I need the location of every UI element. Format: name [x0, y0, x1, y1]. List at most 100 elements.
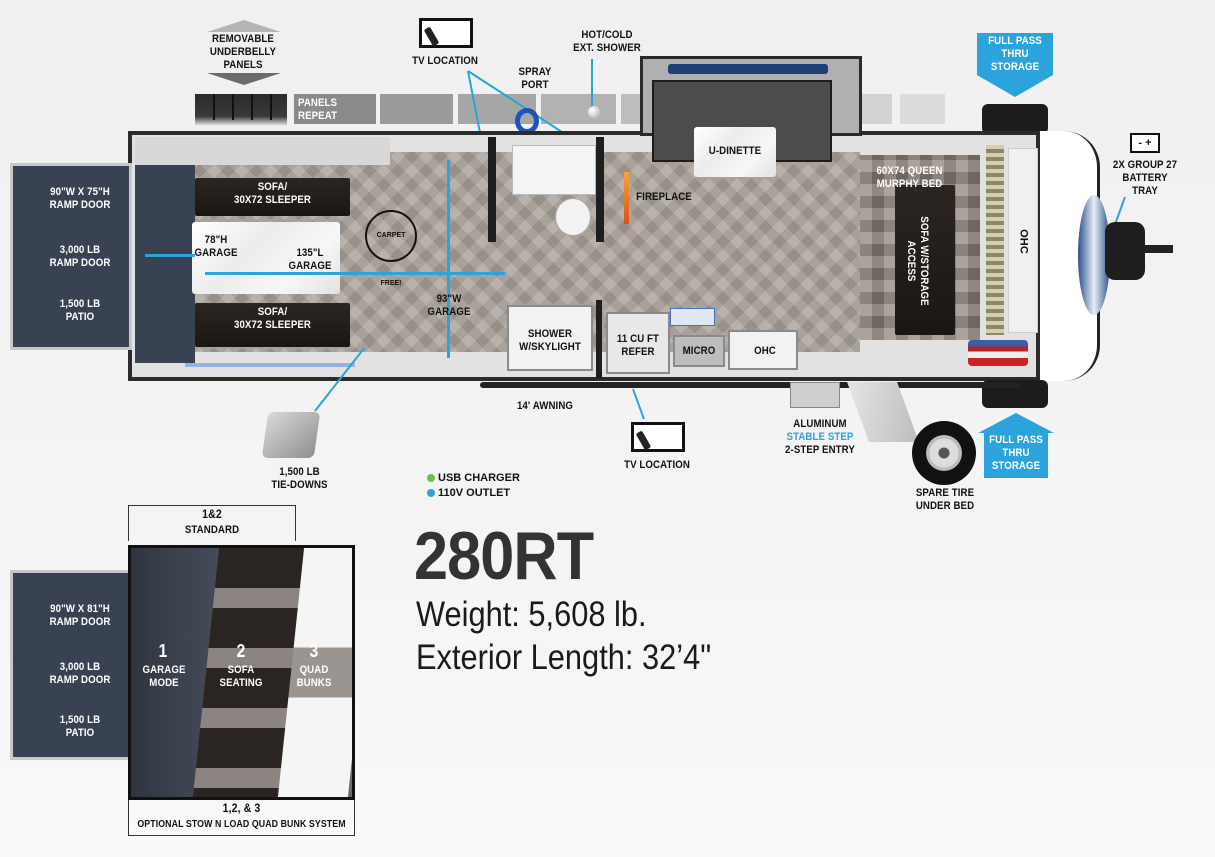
bunk-ramp-door: [10, 570, 132, 760]
garage-length-arrow: [205, 272, 505, 275]
bunk-optional-label: OPTIONAL STOW N LOAD QUAD BUNK SYSTEM: [137, 819, 346, 830]
garage-width-label: 93"W GARAGE: [427, 293, 471, 318]
shower-label: SHOWER w/SKYLIGHT: [519, 328, 581, 353]
front-logo-oval: [1078, 195, 1110, 315]
underbelly-panel-dark: [195, 94, 287, 126]
step-label-line1: ALUMINUM: [793, 418, 847, 430]
usb-dot-icon: [427, 474, 435, 483]
bunk-standard-num: 1&2: [202, 507, 222, 521]
step-label-line3: 2-STEP ENTRY: [785, 444, 855, 456]
underbelly-panel-5: [621, 94, 641, 124]
sofa-storage-label: SOFA W/STORAGE ACCESS: [905, 216, 930, 306]
spare-tire-label: SPARE TIRE UNDER BED: [915, 487, 975, 512]
pass-thru-bottom-label: FULL PASS THRU STORAGE: [989, 434, 1043, 472]
refer: [606, 312, 670, 374]
carpet-free-badge: CARPET FREE!: [365, 210, 417, 287]
garage-back-area: [135, 163, 195, 363]
tie-downs-label: 1,500 LB TIE-DOWNS: [271, 466, 328, 491]
battery-icon: - +: [1130, 133, 1160, 153]
stove-top: [670, 308, 715, 326]
front-ohc-cabinet: [1008, 148, 1038, 333]
underbelly-panel-2: [380, 94, 453, 124]
bunk-standard-bracket: [128, 505, 296, 541]
bath-sink: [512, 145, 596, 195]
legend-item-outlet: 110V OUTLET: [427, 486, 520, 501]
underbelly-panel-4: [541, 94, 616, 124]
bunk-system-panel: 1 GARAGE MODE 2 SOFA SEATING 3 QUAD BUNK…: [128, 545, 355, 800]
tv-location-bottom-label: TV LOCATION: [624, 459, 690, 471]
pass-thru-top-label: FULL PASS THRU STORAGE: [988, 35, 1042, 73]
sofa-bottom: [195, 303, 350, 347]
garage-table: [192, 222, 340, 294]
sofa-top-label: SOFA/ 30x72 SLEEPER: [233, 181, 311, 206]
tv-icon-bottom: [631, 422, 685, 452]
fireplace-icon: [624, 172, 629, 224]
bunk-optional-num: 1,2, & 3: [222, 801, 261, 815]
weight-spec: Weight: 5,608 lb.: [416, 595, 647, 634]
mode-3-num: 3: [309, 641, 319, 661]
spare-tire-icon: [912, 421, 976, 485]
ramp-door-size-label: 90"W x 75"H RAMP DOOR: [49, 186, 111, 211]
garage-length-label: 135"L GARAGE: [288, 247, 332, 272]
legend-usb-label: USB CHARGER: [438, 472, 520, 484]
kitchen-ohc: [728, 330, 798, 370]
ext-shower-callout-line: [591, 59, 593, 109]
outlet-dot-icon: [427, 489, 435, 498]
bunk-ramp-size-label: 90"W x 81"H RAMP DOOR: [49, 603, 111, 628]
mode-1-label: GARAGE MODE: [142, 664, 186, 689]
ext-shower-label: HOT/COLD EXT. SHOWER: [573, 29, 641, 54]
legend-outlet-label: 110V OUTLET: [438, 487, 511, 499]
sofa-bottom-label: SOFA/ 30x72 SLEEPER: [233, 306, 311, 331]
legend-item-usb: USB CHARGER: [427, 471, 520, 486]
legend: USB CHARGER 110V OUTLET: [427, 471, 520, 501]
ramp-door-weight-label: 3,000 LB RAMP DOOR: [49, 244, 111, 269]
mode-2-label: SOFA SEATING: [219, 664, 263, 689]
bath-wall-left: [488, 137, 496, 242]
patio-label: 1,500 LB PATIO: [59, 298, 101, 323]
carpet-free-label: CARPET FREE!: [376, 232, 406, 287]
micro: [673, 335, 725, 367]
wardrobe-strip: [986, 145, 1004, 335]
panels-repeat-label: PANELS REPEAT: [298, 97, 338, 122]
bunk-patio-label: 1,500 LB PATIO: [59, 714, 101, 739]
shower: [507, 305, 593, 371]
tv-bottom-callout-line: [632, 388, 645, 420]
model-title: 280RT: [414, 518, 594, 594]
step-label-line2: STABLE STEP: [786, 431, 854, 443]
spray-port-label: SPRAY PORT: [518, 66, 552, 91]
pass-thru-top-arrow-icon: [977, 33, 1053, 75]
front-storage-box-top: [982, 104, 1048, 134]
awning-label: 14' AWNING: [516, 400, 574, 412]
bedding-icon: [968, 340, 1028, 366]
rear-shelf: [135, 137, 390, 165]
pass-thru-bottom-arrow-head: [978, 413, 1054, 433]
mode-2-num: 2: [236, 641, 246, 661]
refer-label: 11 CU FT REFER: [616, 333, 660, 358]
tv-icon-top: [419, 18, 473, 48]
tv-location-top-label: TV LOCATION: [412, 55, 478, 67]
pass-thru-top-arrow-head: [977, 75, 1053, 97]
garage-height-arrow: [145, 254, 195, 257]
kitchen-ohc-label: OHC: [754, 345, 776, 357]
front-ohc-label: OHC: [1017, 229, 1030, 254]
murphy-bed-label: 60X74 QUEEN MURPHY BED: [876, 165, 943, 190]
underbelly-panel-7: [900, 94, 945, 124]
bunk-standard-label: STANDARD: [184, 524, 240, 536]
entry-step-icon: [790, 382, 840, 408]
pass-thru-bottom-arrow-icon: [984, 432, 1048, 478]
mode-1-num: 1: [158, 641, 168, 661]
sofa-bottom-blue-strip: [185, 363, 355, 367]
bath-wall-right: [596, 137, 604, 242]
fireplace-label: FIREPLACE: [636, 191, 692, 203]
removable-panels-arrow-up-icon: [207, 20, 281, 32]
dinette-table: [694, 127, 776, 177]
mode-3-label: QUAD BUNKS: [296, 664, 332, 689]
hitch: [1145, 245, 1173, 253]
sofa-top: [195, 178, 350, 216]
bunk-ramp-weight-label: 3,000 LB RAMP DOOR: [49, 661, 111, 686]
battery-tray-box: [1105, 222, 1145, 280]
underbelly-panel-6: [862, 94, 892, 124]
micro-label: MICRO: [682, 345, 716, 357]
garage-width-arrow: [447, 160, 450, 358]
battery-tray-label: 2X GROUP 27 BATTERY TRAY: [1112, 159, 1178, 197]
